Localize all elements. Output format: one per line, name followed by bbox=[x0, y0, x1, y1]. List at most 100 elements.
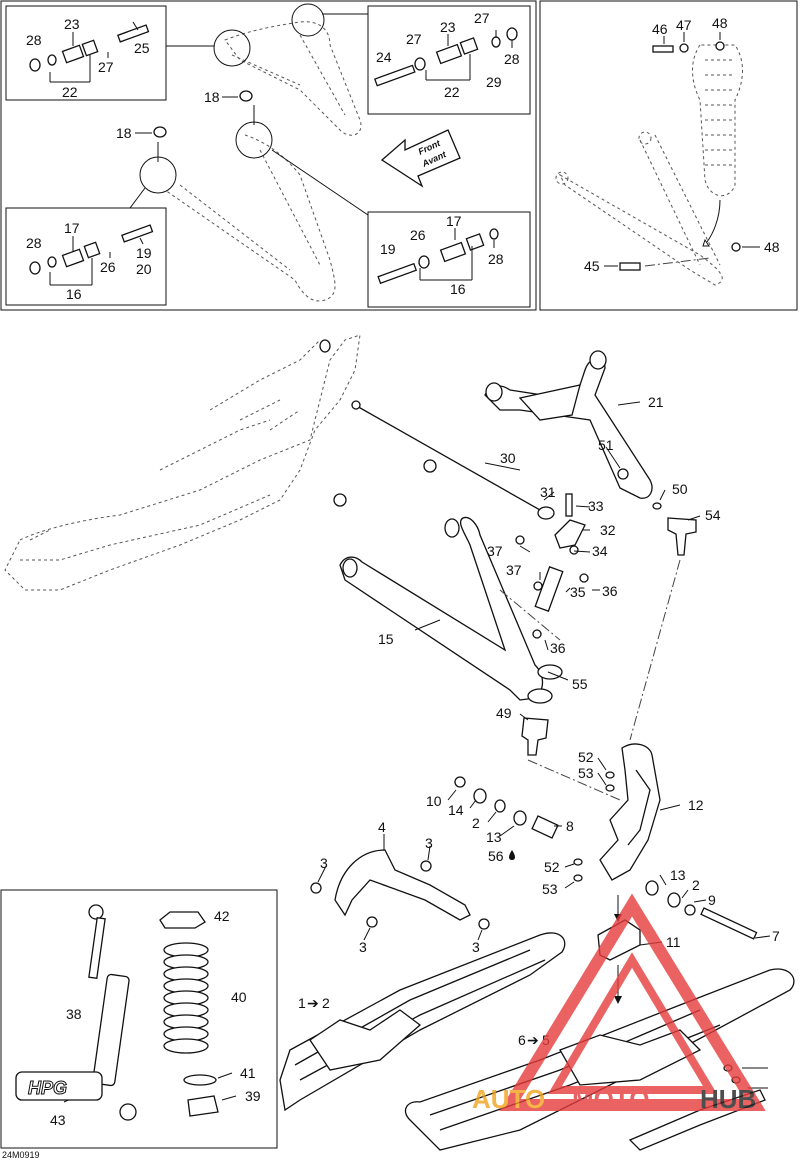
callout-26: 26 bbox=[100, 259, 116, 275]
watermark-word-auto: AUTO bbox=[472, 1084, 545, 1114]
upper-a-arm-outline bbox=[164, 21, 362, 302]
callout-3: 3 bbox=[425, 835, 433, 851]
callout-38: 38 bbox=[66, 1006, 82, 1022]
shock-absorber-panel: HPG 42 40 38 41 39 43 bbox=[0, 889, 278, 1149]
callout-arrow: ➔ bbox=[307, 995, 319, 1011]
callout-24: 24 bbox=[376, 49, 392, 65]
callout-49: 49 bbox=[496, 705, 512, 721]
callout-43: 43 bbox=[50, 1112, 66, 1128]
callout-11: 11 bbox=[666, 934, 681, 950]
watermark-word-moto: MOTO bbox=[572, 1084, 650, 1114]
callout-9: 9 bbox=[708, 892, 716, 908]
ski-left bbox=[279, 932, 566, 1112]
upper-a-arm bbox=[484, 350, 653, 499]
hpg-logo-text: HPG bbox=[28, 1078, 67, 1098]
tie-rod bbox=[351, 400, 555, 520]
callout-29: 29 bbox=[486, 74, 502, 90]
callout-22: 22 bbox=[444, 84, 460, 100]
callout-26: 26 bbox=[410, 227, 426, 243]
ski-handle bbox=[310, 849, 490, 930]
callout-27: 27 bbox=[406, 31, 422, 47]
drawing-reference: 24M0919 bbox=[2, 1150, 40, 1160]
upper-arm-inset-panel: Front Avant 28 23 27 25 22 23 27 24 27 2… bbox=[0, 0, 537, 311]
callout-14: 14 bbox=[448, 802, 464, 818]
callout-8: 8 bbox=[566, 818, 574, 834]
watermark: AUTO MOTO HUB bbox=[472, 893, 766, 1114]
spindle bbox=[573, 743, 661, 882]
bushing-set-bl bbox=[29, 224, 154, 275]
callout-30: 30 bbox=[500, 450, 516, 466]
callout-17: 17 bbox=[64, 220, 80, 236]
shock-outline bbox=[692, 44, 743, 197]
callout-19: 19 bbox=[136, 245, 152, 261]
callout-45: 45 bbox=[584, 258, 600, 274]
watermark-word-hub: HUB bbox=[700, 1084, 756, 1114]
callout-46: 46 bbox=[652, 21, 668, 37]
callout-13: 13 bbox=[486, 829, 502, 845]
callout-32: 32 bbox=[600, 522, 616, 538]
callout-33: 33 bbox=[588, 498, 604, 514]
callout-42: 42 bbox=[214, 908, 230, 924]
callout-28: 28 bbox=[26, 32, 42, 48]
callout-34: 34 bbox=[592, 543, 608, 559]
callout-10: 10 bbox=[426, 793, 442, 809]
callout-23: 23 bbox=[440, 19, 456, 35]
callout-47: 47 bbox=[676, 17, 692, 33]
callout-54: 54 bbox=[705, 507, 721, 523]
callout-36: 36 bbox=[550, 640, 566, 656]
bushing-set-tl bbox=[29, 24, 150, 72]
callout-17: 17 bbox=[446, 213, 462, 229]
callout-12: 12 bbox=[688, 797, 704, 813]
callout-27: 27 bbox=[474, 10, 490, 26]
callout-51: 51 bbox=[598, 437, 614, 453]
callout-52: 52 bbox=[578, 749, 594, 765]
callout-16: 16 bbox=[450, 281, 466, 297]
callout-19: 19 bbox=[380, 241, 396, 257]
callout-4: 4 bbox=[378, 819, 386, 835]
callout-53: 53 bbox=[542, 881, 558, 897]
callout-56: 56 bbox=[488, 848, 504, 864]
coil-spring bbox=[163, 942, 209, 1054]
callout-27: 27 bbox=[98, 59, 114, 75]
chassis-outline bbox=[4, 334, 361, 591]
callout-arrow: ➔ bbox=[527, 1032, 539, 1048]
callout-37: 37 bbox=[506, 562, 522, 578]
callout-18: 18 bbox=[116, 125, 132, 141]
callout-25: 25 bbox=[134, 40, 150, 56]
callout-21: 21 bbox=[648, 394, 664, 410]
callout-28: 28 bbox=[504, 51, 520, 67]
callout-31: 31 bbox=[540, 484, 556, 500]
upper-ball-joint bbox=[652, 502, 697, 556]
hpg-logo: HPG bbox=[15, 1071, 103, 1101]
callout-37: 37 bbox=[487, 543, 503, 559]
callout-53: 53 bbox=[578, 765, 594, 781]
callout-2: 2 bbox=[322, 995, 330, 1011]
callout-50: 50 bbox=[672, 481, 688, 497]
callout-36: 36 bbox=[602, 583, 618, 599]
callout-52: 52 bbox=[544, 859, 560, 875]
callout-1: 6 bbox=[518, 1032, 526, 1048]
callout-2: 2 bbox=[692, 877, 700, 893]
lower-arm-outline bbox=[555, 131, 723, 286]
shock-mount-inset-panel: 46 47 48 48 45 bbox=[539, 0, 798, 311]
callout-48: 48 bbox=[712, 15, 728, 31]
callout-18: 18 bbox=[204, 89, 220, 105]
bushing-set-br bbox=[377, 228, 499, 285]
callout-35: 35 bbox=[570, 584, 586, 600]
callout-1: 1 bbox=[298, 995, 306, 1011]
callout-40: 40 bbox=[231, 989, 247, 1005]
callout-3: 3 bbox=[320, 855, 328, 871]
callout-48: 48 bbox=[764, 239, 780, 255]
callout-7: 7 bbox=[772, 928, 780, 944]
callout-15: 15 bbox=[378, 631, 394, 647]
shock-absorber bbox=[88, 904, 137, 1121]
callout-3: 3 bbox=[472, 939, 480, 955]
callout-13: 13 bbox=[670, 867, 686, 883]
callout-55: 55 bbox=[572, 676, 588, 692]
callout-28: 28 bbox=[26, 235, 42, 251]
bushing-set-tr bbox=[374, 27, 518, 87]
callout-28: 28 bbox=[488, 251, 504, 267]
callout-2: 2 bbox=[472, 815, 480, 831]
callout-41: 41 bbox=[240, 1065, 256, 1081]
